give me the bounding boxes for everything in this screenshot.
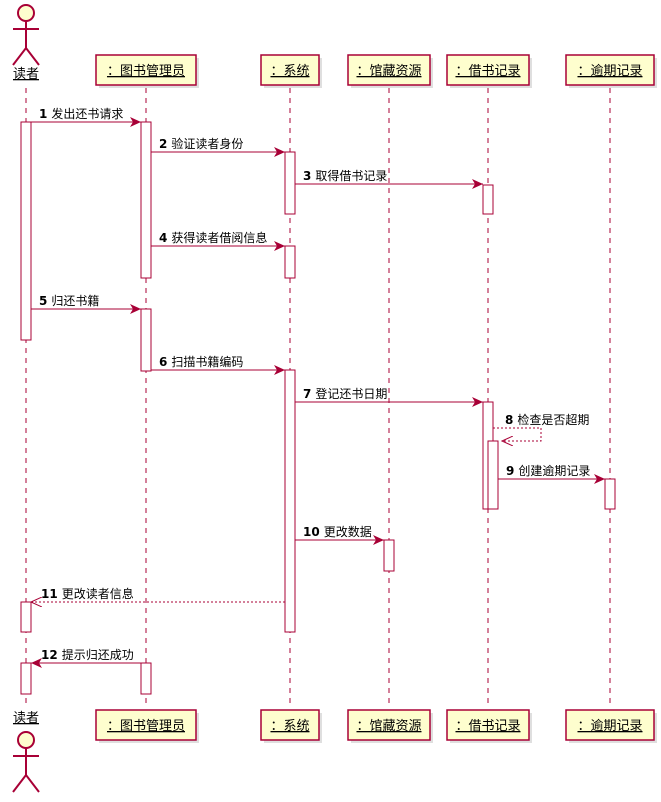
message-number: 2 (159, 137, 167, 151)
participant-heads: 读者读者：图书管理员：图书管理员：系统：系统：馆藏资源：馆藏资源：借书记录：借书… (12, 4, 657, 793)
message-7: 7 登记还书日期 (295, 386, 483, 407)
activation-overdue (604, 478, 616, 510)
actor-bottom: 读者 (12, 711, 40, 793)
participant-label: ：图书管理员 (107, 719, 185, 734)
message-label: 12 提示归还成功 (41, 647, 134, 662)
participant-label: ：图书管理员 (107, 64, 185, 79)
message-text: 发出还书请求 (51, 106, 123, 121)
message-number: 7 (303, 387, 311, 401)
activation-collection (383, 539, 395, 572)
participant-label: ：馆藏资源 (356, 64, 421, 79)
message-number: 11 (41, 587, 58, 601)
message-text: 提示归还成功 (62, 647, 134, 662)
actor-icon (12, 4, 40, 66)
participant-label: ：逾期记录 (577, 719, 642, 734)
participant-label: ：馆藏资源 (356, 719, 421, 734)
actor-icon (12, 731, 40, 793)
message-number: 10 (303, 525, 320, 539)
message-label: 10 更改数据 (303, 524, 372, 539)
message-label: 4 获得读者借阅信息 (159, 230, 267, 245)
message-10: 10 更改数据 (295, 524, 384, 545)
activation-librarian (140, 121, 152, 279)
participant-librarian-top: ：图书管理员 (95, 54, 199, 88)
message-4: 4 获得读者借阅信息 (151, 230, 285, 251)
activation-reader (20, 121, 32, 341)
message-label: 3 取得借书记录 (303, 168, 387, 183)
participant-system-bottom: ：系统 (260, 709, 322, 743)
message-3: 3 取得借书记录 (295, 168, 483, 189)
message-text: 创建逾期记录 (518, 463, 590, 478)
actor-label: 读者 (13, 67, 39, 82)
message-label: 5 归还书籍 (39, 293, 99, 308)
activation-reader (20, 601, 32, 633)
participant-overdue-bottom: ：逾期记录 (565, 709, 657, 743)
message-arrow (493, 427, 542, 441)
message-label: 7 登记还书日期 (303, 386, 387, 401)
actor-label: 读者 (13, 711, 39, 726)
message-text: 获得读者借阅信息 (171, 230, 267, 245)
message-text: 更改读者信息 (62, 586, 134, 601)
message-label: 2 验证读者身份 (159, 136, 243, 151)
message-number: 12 (41, 648, 58, 662)
message-number: 8 (505, 413, 513, 427)
message-text: 归还书籍 (51, 293, 99, 308)
activation-librarian (140, 308, 152, 372)
participant-label: ：借书记录 (455, 64, 520, 79)
message-2: 2 验证读者身份 (151, 136, 285, 157)
message-number: 3 (303, 169, 311, 183)
message-number: 1 (39, 107, 47, 121)
message-5: 5 归还书籍 (31, 293, 141, 314)
message-number: 6 (159, 355, 167, 369)
message-label: 8 检查是否超期 (505, 412, 589, 427)
message-text: 验证读者身份 (171, 136, 243, 151)
message-9: 9 创建逾期记录 (498, 463, 605, 484)
message-number: 4 (159, 231, 167, 245)
message-12: 12 提示归还成功 (31, 647, 141, 668)
message-label: 11 更改读者信息 (41, 586, 134, 601)
participant-label: ：系统 (270, 719, 309, 734)
participant-borrow-bottom: ：借书记录 (446, 709, 532, 743)
message-label: 9 创建逾期记录 (506, 463, 590, 478)
participant-librarian-bottom: ：图书管理员 (95, 709, 199, 743)
message-label: 6 扫描书籍编码 (159, 354, 243, 369)
participant-borrow-top: ：借书记录 (446, 54, 532, 88)
participant-system-top: ：系统 (260, 54, 322, 88)
activation-borrow (487, 440, 499, 510)
message-6: 6 扫描书籍编码 (151, 354, 285, 375)
participant-label: ：借书记录 (455, 719, 520, 734)
message-text: 扫描书籍编码 (171, 354, 243, 369)
message-8: 8 检查是否超期 (493, 412, 589, 441)
participant-overdue-top: ：逾期记录 (565, 54, 657, 88)
message-11: 11 更改读者信息 (31, 586, 285, 602)
message-number: 9 (506, 464, 514, 478)
message-text: 取得借书记录 (315, 168, 387, 183)
messages: 1 发出还书请求 2 验证读者身份 3 取得借书记录 4 获得读者借阅信息 5 归还书籍 6 扫描书籍… (31, 106, 605, 668)
message-1: 1 发出还书请求 (31, 106, 141, 127)
participant-collection-top: ：馆藏资源 (347, 54, 433, 88)
message-text: 检查是否超期 (517, 412, 589, 427)
participant-label: ：系统 (270, 64, 309, 79)
message-text: 登记还书日期 (315, 386, 387, 401)
participant-label: ：逾期记录 (577, 64, 642, 79)
activation-borrow (482, 184, 494, 215)
activation-system (284, 369, 296, 633)
activation-librarian (140, 662, 152, 695)
message-text: 更改数据 (324, 524, 372, 539)
activation-system (284, 151, 296, 215)
activation-bars (20, 121, 616, 695)
actor-top: 读者 (12, 4, 40, 82)
message-number: 5 (39, 294, 47, 308)
message-label: 1 发出还书请求 (39, 106, 123, 121)
activation-system (284, 245, 296, 279)
participant-collection-bottom: ：馆藏资源 (347, 709, 433, 743)
activation-reader (20, 662, 32, 695)
